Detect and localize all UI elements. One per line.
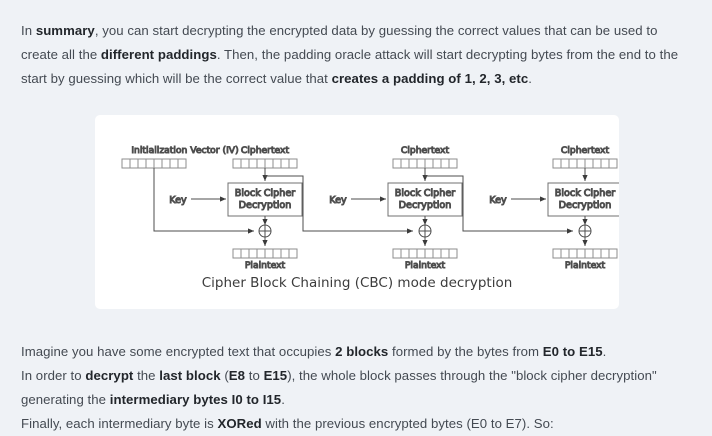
stage-1-ciphertext-cells	[232, 158, 298, 169]
stage-3-key-label: Key	[489, 195, 507, 206]
iv-group: Initialization Vector (IV)	[121, 145, 254, 234]
stage-3-plaintext-label: Plaintext	[565, 260, 606, 271]
stage-2-chain-line	[425, 175, 573, 234]
stage-2-plaintext-label: Plaintext	[405, 260, 446, 271]
stage-1-chain-line	[265, 175, 413, 234]
article-page: In summary, you can start decrypting the…	[21, 23, 679, 431]
stage-2-plaintext-cells	[392, 248, 458, 259]
stage-3-cipher-label-2: Decryption	[559, 200, 612, 211]
stage-1-cipher-label-2: Decryption	[239, 200, 292, 211]
stage-1-ciphertext-label: Ciphertext	[241, 145, 290, 156]
stage-3-ciphertext-cells	[552, 158, 618, 169]
stage-2-group: Ciphertext	[329, 145, 573, 272]
stage-1-cipher-box	[227, 182, 303, 217]
stage-2-ciphertext-cells	[392, 158, 458, 169]
stage-1-group: Ciphertext	[169, 145, 413, 272]
stage-3-plaintext-cells	[552, 248, 618, 259]
stage-3-cipher-label-1: Block Cipher	[555, 188, 615, 199]
iv-label: Initialization Vector (IV)	[131, 145, 238, 156]
stage-2-cipher-label-2: Decryption	[399, 200, 452, 211]
stage-3-ciphertext-label: Ciphertext	[561, 145, 610, 156]
stage-2-ciphertext-label: Ciphertext	[401, 145, 450, 156]
cbc-figure-panel: Initialization Vector (IV)	[95, 115, 623, 309]
cbc-diagram-svg: Initialization Vector (IV)	[121, 145, 623, 272]
figure-caption: Cipher Block Chaining (CBC) mode decrypt…	[201, 275, 513, 291]
closing-paragraph: Imagine you have some encrypted text tha…	[21, 344, 657, 432]
stage-3-group: Ciphertext Bloc	[489, 145, 623, 272]
stage-1-plaintext-label: Plaintext	[245, 260, 286, 271]
cbc-diagram: Initialization Vector (IV)	[95, 115, 623, 275]
stage-1-cipher-label-1: Block Cipher	[235, 188, 295, 199]
stage-1-key-label: Key	[169, 195, 187, 206]
iv-byte-cells	[121, 158, 187, 169]
stage-2-cipher-box	[387, 182, 463, 217]
iv-feedback-line	[153, 168, 254, 234]
intro-paragraph: In summary, you can start decrypting the…	[21, 23, 679, 87]
stage-2-cipher-label-1: Block Cipher	[395, 188, 455, 199]
stage-3-cipher-box	[547, 182, 623, 217]
stage-2-key-label: Key	[329, 195, 347, 206]
stage-1-plaintext-cells	[232, 248, 298, 259]
